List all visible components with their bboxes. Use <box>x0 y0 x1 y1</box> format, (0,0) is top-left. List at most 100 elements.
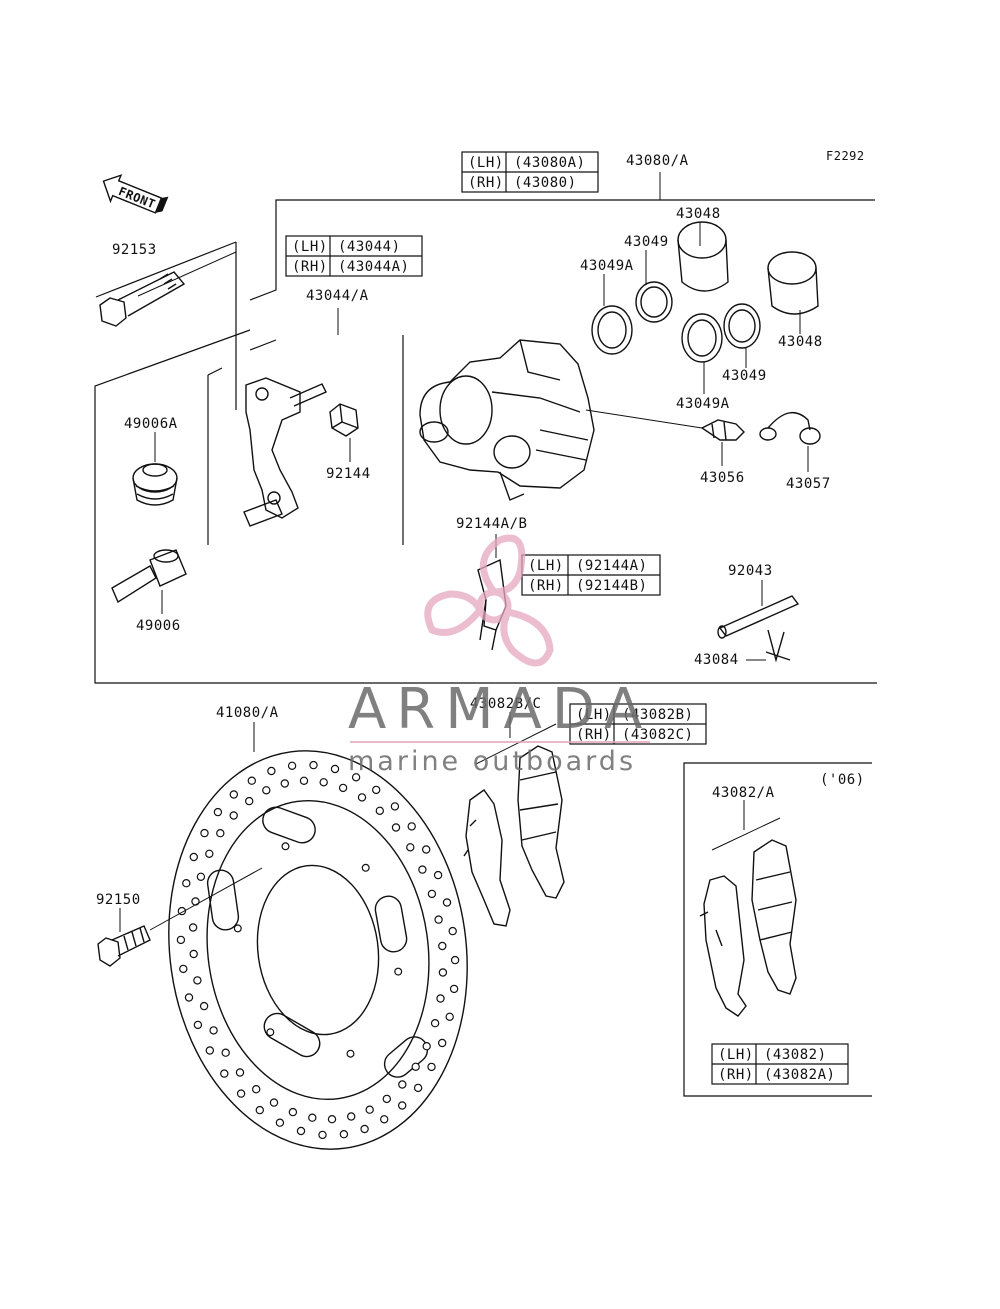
table-caliper: (LH) (43080A) (RH) (43080) <box>461 151 599 193</box>
disc-hole <box>438 968 448 977</box>
piston-43048-top <box>677 221 729 292</box>
disc-hole <box>205 849 214 859</box>
piston-43048-right <box>767 251 819 334</box>
disc-hole <box>266 1028 275 1037</box>
disc-hole <box>407 822 416 831</box>
disc-hole <box>360 1124 369 1134</box>
disc-hole <box>436 994 445 1003</box>
disc-hole <box>308 1113 317 1122</box>
disc-hole <box>382 1094 391 1104</box>
seal-43049-top <box>635 250 673 323</box>
table-cell: (RH) <box>468 175 504 191</box>
label-43049-right: 43049 <box>722 368 767 384</box>
label-92153: 92153 <box>112 242 157 258</box>
disc-hole <box>380 1115 389 1124</box>
table-cell: (43082A) <box>764 1067 835 1083</box>
disc-hole <box>319 778 328 787</box>
table-bracket: (LH) (43044) (RH) (43044A) <box>285 235 423 277</box>
spring-92144AB <box>477 534 507 651</box>
cap-43057 <box>759 411 821 472</box>
disc-hole <box>450 955 460 965</box>
front-arrow-icon: FRONT <box>102 174 169 214</box>
disc-hole <box>184 993 194 1002</box>
table-cell: (43082B) <box>622 707 693 723</box>
figure-code: F2292 <box>826 149 865 163</box>
watermark-brand: ARMADA <box>348 677 652 742</box>
caliper-body <box>419 339 595 501</box>
label-49006: 49006 <box>136 618 181 634</box>
disc-hole <box>309 760 318 770</box>
disc-hole <box>193 976 202 985</box>
label-43057: 43057 <box>786 476 831 492</box>
disc-hole <box>390 802 400 811</box>
disc-hole <box>196 872 206 882</box>
disc-hole <box>236 1089 246 1098</box>
disc-hole <box>357 793 367 802</box>
disc-hole <box>427 1062 436 1072</box>
disc-hole <box>406 843 415 852</box>
disc-hole <box>191 897 200 906</box>
table-cell: (LH) <box>292 239 328 255</box>
disc-hole <box>216 829 225 838</box>
label-92043: 92043 <box>728 563 773 579</box>
disc-hole <box>247 776 256 785</box>
label-92150: 92150 <box>96 892 141 908</box>
seal-43049A-top <box>591 274 633 355</box>
disc-hole <box>188 923 198 932</box>
table-pads-box: (LH) (43082) (RH) (43082A) <box>711 1043 849 1085</box>
disc-hole <box>338 783 348 793</box>
label-43044A: 43044/A <box>306 288 369 304</box>
disc-hole <box>275 1118 285 1127</box>
disc-hole <box>422 845 431 854</box>
pads-inset-box <box>683 762 872 1097</box>
disc-hole <box>327 1114 337 1124</box>
disc-hole <box>398 1101 407 1110</box>
disc-hole <box>365 1105 374 1114</box>
bolt-92150 <box>97 867 263 967</box>
disc-hole <box>296 1126 306 1136</box>
disc-hole <box>391 823 401 832</box>
disc-hole <box>199 1001 209 1011</box>
table-cell: (43044) <box>338 239 401 255</box>
watermark: ARMADA marine outboards <box>348 534 652 777</box>
pin-49006 <box>111 549 187 614</box>
disc-hole <box>229 811 238 820</box>
disc-hole <box>339 1129 349 1139</box>
disc-hole <box>220 1069 229 1078</box>
disc-hole <box>262 786 271 795</box>
disc-hole <box>372 785 381 795</box>
bolt-92153 <box>99 251 237 327</box>
disc-hole <box>438 1038 447 1048</box>
label-43082BC: 43082B/C <box>470 696 541 712</box>
spring-92144 <box>329 403 359 462</box>
watermark-logo-icon <box>424 534 554 667</box>
bleeder-43056 <box>585 409 745 466</box>
disc-hole <box>189 949 198 959</box>
caliper-bracket <box>243 308 339 527</box>
label-43082A: 43082/A <box>712 785 775 801</box>
disc-hole <box>233 924 242 933</box>
disc-hole <box>346 1049 355 1058</box>
boot-49006A <box>132 432 178 506</box>
label-41080A: 41080/A <box>216 705 279 721</box>
year-note: ('06) <box>820 772 865 788</box>
seal-43049A-lower <box>681 313 723 394</box>
disc-hole <box>179 964 188 974</box>
label-43048-right: 43048 <box>778 334 823 350</box>
disc-hole <box>411 1062 420 1072</box>
label-43049-top: 43049 <box>624 234 669 250</box>
label-43048-top: 43048 <box>676 206 721 222</box>
disc-hole <box>255 1105 264 1115</box>
table-cell: (43080A) <box>514 155 585 171</box>
label-43049A-top: 43049A <box>580 258 634 274</box>
label-43056: 43056 <box>700 470 745 486</box>
disc-hole <box>252 1084 261 1094</box>
disc-hole <box>299 776 309 786</box>
table-cell: (43044A) <box>338 259 409 275</box>
disc-hole <box>205 1046 214 1055</box>
table-cell: (43082) <box>764 1047 827 1063</box>
disc-hole <box>434 915 443 924</box>
seal-43049-right <box>723 303 761 368</box>
disc-hole <box>445 1012 454 1022</box>
